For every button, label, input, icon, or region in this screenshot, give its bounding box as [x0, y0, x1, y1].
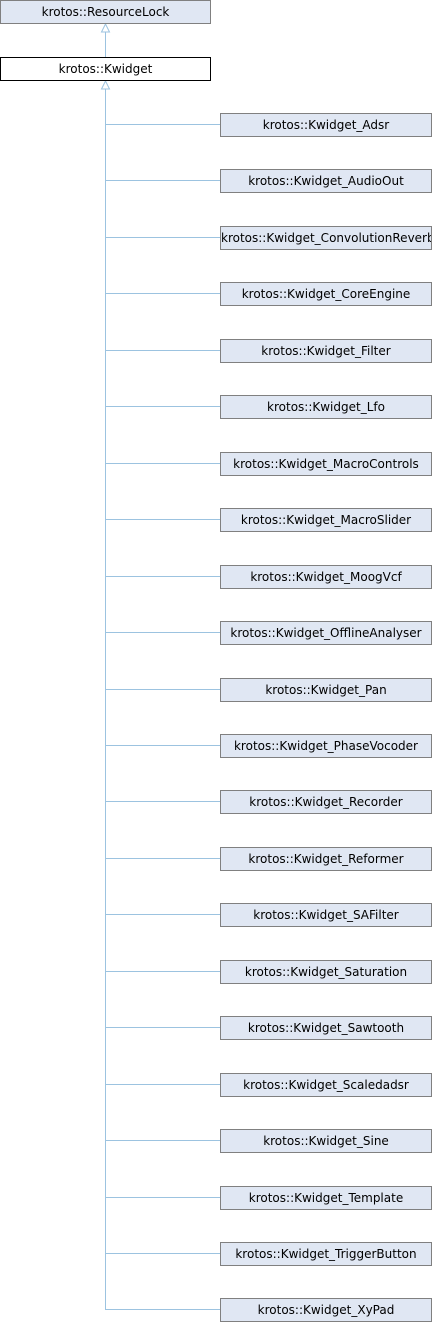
- derived-class-node-9[interactable]: krotos::Kwidget_MoogVcf: [220, 565, 432, 589]
- derived-class-node-13[interactable]: krotos::Kwidget_Recorder: [220, 790, 432, 814]
- derived-class-node-6[interactable]: krotos::Kwidget_Lfo: [220, 395, 432, 419]
- derived-class-node-12[interactable]: krotos::Kwidget_PhaseVocoder: [220, 734, 432, 758]
- derived-class-node-2[interactable]: krotos::Kwidget_AudioOut: [220, 169, 432, 193]
- derived-class-node-7[interactable]: krotos::Kwidget_MacroControls: [220, 452, 432, 476]
- derived-class-node-3[interactable]: krotos::Kwidget_ConvolutionReverb: [220, 226, 432, 250]
- inheritance-arrowhead-current: [100, 79, 111, 90]
- inheritance-arrowhead-base: [100, 22, 111, 33]
- derived-class-node-11[interactable]: krotos::Kwidget_Pan: [220, 678, 432, 702]
- derived-class-node-1[interactable]: krotos::Kwidget_Adsr: [220, 113, 432, 137]
- derived-class-node-22[interactable]: krotos::Kwidget_XyPad: [220, 1298, 432, 1322]
- current-class-node: krotos::Kwidget: [0, 57, 211, 81]
- derived-class-node-20[interactable]: krotos::Kwidget_Template: [220, 1186, 432, 1210]
- derived-class-node-14[interactable]: krotos::Kwidget_Reformer: [220, 847, 432, 871]
- derived-class-node-8[interactable]: krotos::Kwidget_MacroSlider: [220, 508, 432, 532]
- derived-class-node-16[interactable]: krotos::Kwidget_Saturation: [220, 960, 432, 984]
- base-class-node[interactable]: krotos::ResourceLock: [0, 0, 211, 24]
- derived-class-node-18[interactable]: krotos::Kwidget_Scaledadsr: [220, 1073, 432, 1097]
- derived-class-node-4[interactable]: krotos::Kwidget_CoreEngine: [220, 282, 432, 306]
- derived-class-node-15[interactable]: krotos::Kwidget_SAFilter: [220, 903, 432, 927]
- derived-class-node-17[interactable]: krotos::Kwidget_Sawtooth: [220, 1016, 432, 1040]
- derived-class-node-21[interactable]: krotos::Kwidget_TriggerButton: [220, 1242, 432, 1266]
- derived-class-node-19[interactable]: krotos::Kwidget_Sine: [220, 1129, 432, 1153]
- derived-class-node-5[interactable]: krotos::Kwidget_Filter: [220, 339, 432, 363]
- derived-class-node-10[interactable]: krotos::Kwidget_OfflineAnalyser: [220, 621, 432, 645]
